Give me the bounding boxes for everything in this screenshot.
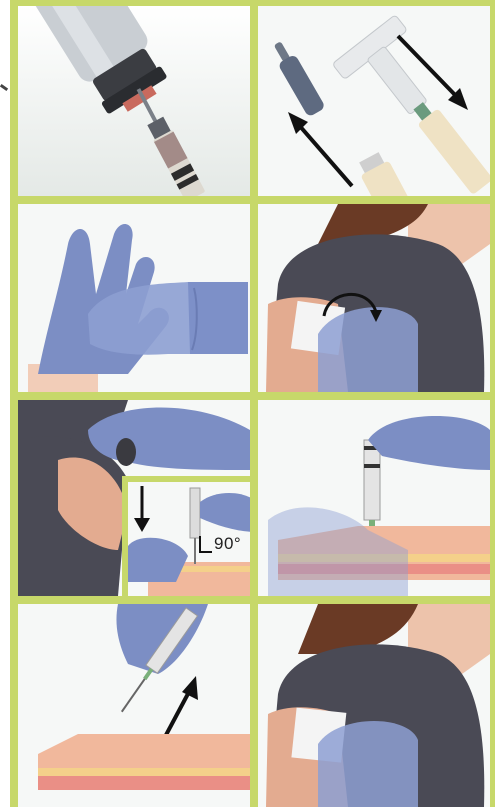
injection-steps-grid: 90°	[10, 0, 495, 807]
panel-step-2	[258, 6, 490, 196]
withdraw-needle-icon	[18, 604, 250, 807]
panel-step-4	[258, 204, 490, 392]
panel-step-8	[258, 604, 490, 807]
panel-step-7	[18, 604, 250, 807]
put-on-gloves-icon	[18, 204, 250, 392]
inset-needle-angle: 90°	[122, 476, 250, 596]
clean-injection-site-icon	[258, 204, 490, 392]
panel-step-3	[18, 204, 250, 392]
panel-step-5: 90°	[18, 400, 250, 596]
vial-syringe-icon	[18, 6, 250, 196]
remove-needle-cap-icon	[258, 6, 490, 196]
panel-step-1	[18, 6, 250, 196]
insert-needle-icon	[258, 400, 490, 596]
angle-label: 90°	[214, 534, 241, 554]
edge-mark	[0, 84, 8, 91]
panel-step-6	[258, 400, 490, 596]
apply-gauze-icon	[258, 604, 490, 807]
